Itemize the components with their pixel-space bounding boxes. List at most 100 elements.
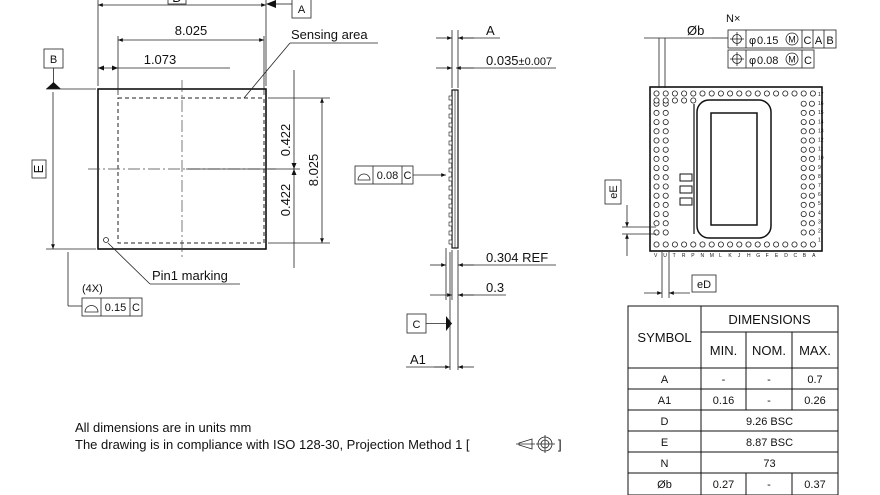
solder-ball <box>653 241 660 248</box>
side-bump <box>448 95 453 101</box>
solder-ball <box>808 220 815 227</box>
solder-ball <box>727 90 734 97</box>
side-bump <box>448 140 453 146</box>
row-a-symbol: A <box>661 374 669 386</box>
solder-ball <box>708 241 715 248</box>
solder-ball <box>653 109 660 116</box>
side-bump <box>448 113 453 119</box>
solder-ball <box>671 97 678 104</box>
datum-b-label: B <box>50 54 57 66</box>
column-letter-label: J <box>738 253 741 259</box>
dim-8025-vertical-label: 8.025 <box>306 154 321 187</box>
solder-bumps <box>448 95 453 245</box>
row-number-label: 2 <box>818 229 821 235</box>
solder-ball <box>754 90 761 97</box>
solder-ball <box>809 241 816 248</box>
ball-grid <box>653 90 816 248</box>
sensor-window-inner <box>710 112 758 226</box>
d-label: D <box>172 0 181 5</box>
solder-ball <box>662 90 669 97</box>
solder-ball <box>800 201 807 208</box>
fcf2-mmc: M <box>788 55 796 65</box>
solder-ball <box>681 90 688 97</box>
solder-ball <box>745 241 752 248</box>
solder-ball <box>800 90 807 97</box>
solder-ball <box>662 137 669 144</box>
row-number-label: 10 <box>818 156 824 162</box>
dim-a1-label: A1 <box>410 352 426 367</box>
side-bump <box>448 122 453 128</box>
row-number-label: 13 <box>818 128 824 134</box>
solder-ball <box>754 241 761 248</box>
flat-tol-label: 0.08 <box>377 170 398 182</box>
fcf1-tol: 0.15 <box>757 35 778 47</box>
solder-ball <box>653 128 660 135</box>
ob-label: Øb <box>687 23 704 38</box>
side-view: A 0.035±0.007 0.08 C 0.304 REF 0.3 C <box>354 23 556 370</box>
datum-c-triangle <box>446 316 452 331</box>
solder-ball <box>653 137 660 144</box>
datum-a-label: A <box>298 4 306 16</box>
fcf1-mmc: M <box>788 35 796 45</box>
solder-ball <box>745 90 752 97</box>
ee-label: eE <box>608 185 620 198</box>
fcf1-datum-1: C <box>804 35 812 47</box>
column-letter-label: E <box>775 253 779 259</box>
dim-8025-label: 8.025 <box>175 23 208 38</box>
row-number-label: 7 <box>818 183 821 189</box>
side-bump <box>448 194 453 200</box>
position-fcf-row2 <box>727 49 815 69</box>
solder-ball <box>808 211 815 218</box>
passive-component-3 <box>679 197 693 206</box>
side-bump <box>448 167 453 173</box>
row-number-label: 17 <box>818 92 824 98</box>
row-n-value: 73 <box>763 458 775 470</box>
side-bump <box>448 221 453 227</box>
projection-symbol-icon <box>516 435 555 453</box>
solder-ball <box>662 146 669 153</box>
side-bump <box>448 158 453 164</box>
solder-ball <box>773 241 780 248</box>
side-bump <box>448 185 453 191</box>
row-number-label: 5 <box>818 201 821 207</box>
solder-ball <box>808 201 815 208</box>
solder-ball <box>800 211 807 218</box>
side-bump <box>448 149 453 155</box>
datum-a-box <box>291 0 312 19</box>
dim-1073-label: 1.073 <box>144 52 177 67</box>
solder-ball <box>800 119 807 126</box>
sensor-window-outer <box>696 99 772 239</box>
ed-box <box>691 274 717 293</box>
column-letter-label: T <box>673 253 676 259</box>
dim-0304-ref-label: 0.304 REF <box>486 250 548 265</box>
ee-box <box>604 179 622 205</box>
fcf1-datum-3: B <box>826 35 833 47</box>
position-icon <box>730 32 744 46</box>
d-basic-box <box>167 0 187 5</box>
row-number-label: 16 <box>818 101 824 107</box>
column-letter-label: G <box>756 253 760 259</box>
solder-ball <box>699 90 706 97</box>
solder-ball <box>681 241 688 248</box>
offset-v-arrow-1 <box>291 163 297 169</box>
table-frame <box>627 305 839 495</box>
offset-arrow-left <box>98 65 104 71</box>
solder-ball <box>800 220 807 227</box>
row-a-min: - <box>722 374 726 386</box>
solder-ball <box>653 174 660 181</box>
nx-label: N× <box>726 13 740 25</box>
offset-arrow-right <box>112 65 118 71</box>
row-e-value: 8.87 BSC <box>746 437 793 449</box>
row-number-label: 12 <box>818 138 824 144</box>
solder-ball <box>773 90 780 97</box>
pin1-leader <box>107 242 151 285</box>
row-number-label: 14 <box>818 119 824 125</box>
solder-ball <box>690 90 697 97</box>
datum-b-triangle <box>46 82 61 89</box>
row-d-value: 9.26 BSC <box>746 416 793 428</box>
solder-ball <box>653 155 660 162</box>
solder-ball <box>809 90 816 97</box>
profile-surface-icon <box>84 305 99 313</box>
solder-ball <box>653 211 660 218</box>
